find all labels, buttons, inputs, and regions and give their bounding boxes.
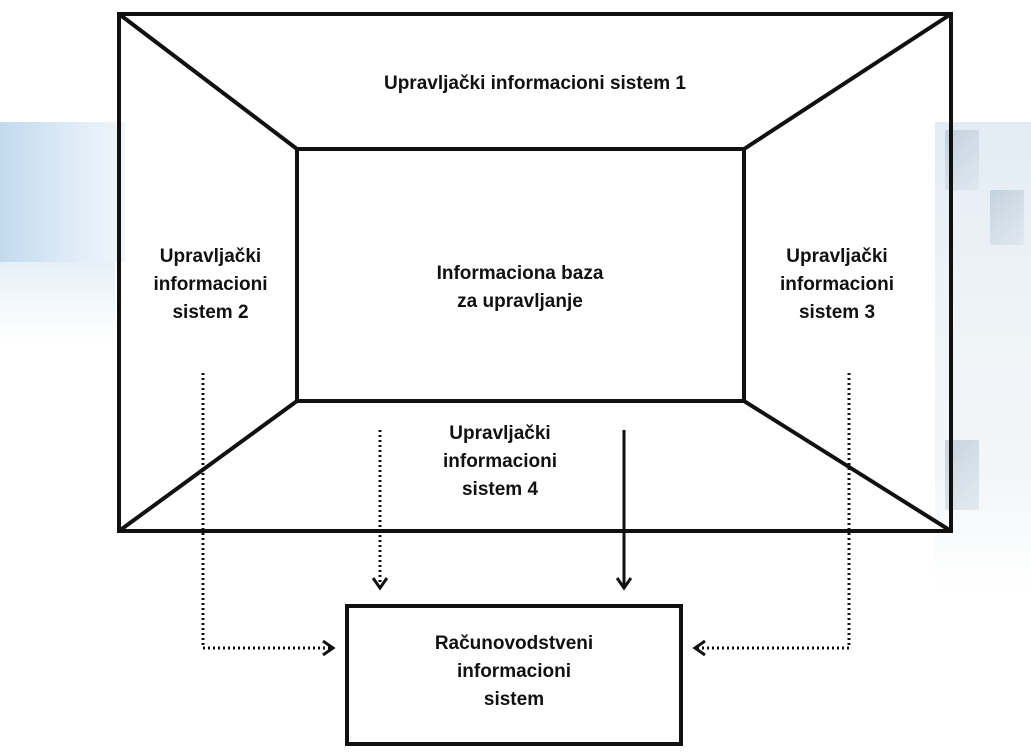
inner-box [295, 147, 746, 403]
dotted-arrow-left [201, 373, 333, 648]
label-system-3: Upravljački informacioni sistem 3 [779, 246, 894, 323]
outer-frame [117, 12, 953, 533]
label-system-1: Upravljački informacioni sistem 1 [383, 73, 686, 94]
target-box [345, 604, 683, 746]
diagonal-top-right [742, 12, 953, 151]
diagonal-top-left [117, 12, 299, 151]
diagonal-bottom-left [117, 399, 299, 533]
background-blue-panel-left [0, 122, 125, 262]
background-fade-left [0, 262, 115, 342]
label-information-base: Informaciona baza za upravljanje [436, 263, 604, 312]
background-thumbnail [990, 190, 1024, 245]
diagonal-bottom-right [742, 399, 953, 533]
label-accounting-system: Računovodstveni informacioni sistem [434, 633, 594, 710]
dotted-arrow-right [695, 373, 851, 648]
label-system-4: Upravljački informacioni sistem 4 [442, 423, 557, 500]
label-system-2: Upravljački informacioni sistem 2 [153, 246, 268, 323]
